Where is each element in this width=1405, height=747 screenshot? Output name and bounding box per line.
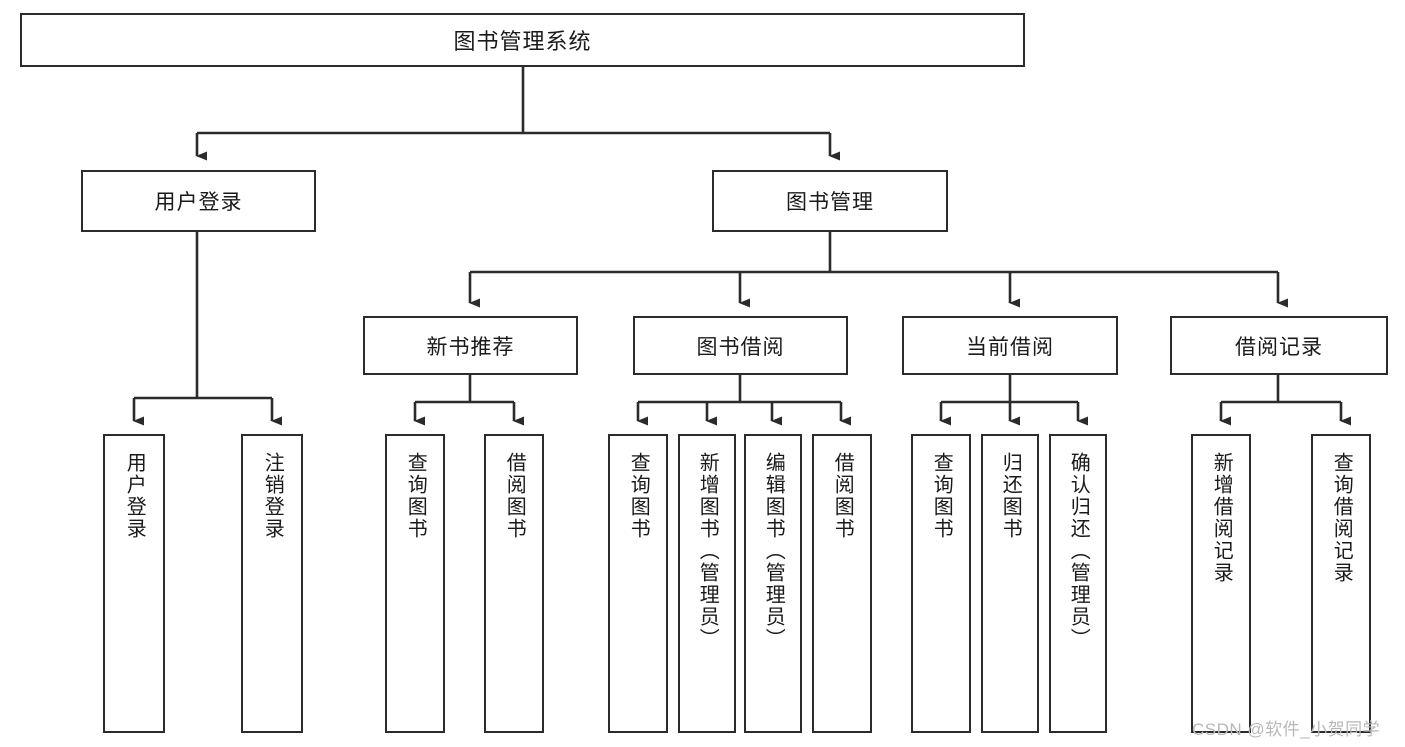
leaf-label: 查询图书 — [404, 452, 427, 540]
leaf-label: 归还图书 — [999, 452, 1022, 540]
leaf-label: 新增图书（管理员） — [696, 452, 719, 650]
leaf-borrow-query-book[interactable]: 查询图书 — [608, 434, 668, 733]
node-book-management-label: 图书管理 — [786, 191, 874, 214]
leaf-record-add-record[interactable]: 新增借阅记录 — [1191, 434, 1251, 733]
leaf-label: 编辑图书（管理员） — [762, 452, 785, 650]
leaf-label: 借阅图书 — [831, 452, 854, 540]
node-borrow-record[interactable]: 借阅记录 — [1170, 316, 1388, 375]
leaf-current-return-book[interactable]: 归还图书 — [981, 434, 1039, 733]
node-borrow-record-label: 借阅记录 — [1235, 335, 1323, 359]
node-user-login-label: 用户登录 — [154, 191, 243, 214]
leaf-borrow-add-book-admin[interactable]: 新增图书（管理员） — [678, 434, 736, 733]
leaf-label: 用户登录 — [123, 452, 146, 540]
leaf-current-confirm-return-admin[interactable]: 确认归还（管理员） — [1049, 434, 1107, 733]
leaf-label: 确认归还（管理员） — [1067, 452, 1090, 650]
node-new-book-recommend-label: 新书推荐 — [426, 335, 515, 359]
node-book-borrow[interactable]: 图书借阅 — [633, 316, 848, 375]
leaf-recommend-borrow-book[interactable]: 借阅图书 — [484, 434, 544, 733]
leaf-label: 查询借阅记录 — [1330, 452, 1353, 584]
leaf-user-login-logout[interactable]: 注销登录 — [241, 434, 303, 733]
leaf-user-login-login[interactable]: 用户登录 — [103, 434, 165, 733]
leaf-label: 注销登录 — [261, 452, 284, 540]
leaf-record-query-record[interactable]: 查询借阅记录 — [1311, 434, 1371, 733]
leaf-borrow-edit-book-admin[interactable]: 编辑图书（管理员） — [744, 434, 802, 733]
node-root[interactable]: 图书管理系统 — [20, 13, 1025, 67]
node-root-label: 图书管理系统 — [453, 29, 592, 54]
leaf-label: 查询图书 — [627, 452, 650, 540]
node-current-borrow[interactable]: 当前借阅 — [902, 316, 1118, 375]
leaf-label: 新增借阅记录 — [1210, 452, 1233, 584]
node-user-login[interactable]: 用户登录 — [81, 170, 316, 232]
leaf-borrow-borrow-book[interactable]: 借阅图书 — [812, 434, 872, 733]
node-new-book-recommend[interactable]: 新书推荐 — [363, 316, 578, 375]
node-book-management[interactable]: 图书管理 — [712, 170, 948, 232]
leaf-label: 查询图书 — [930, 452, 953, 540]
leaf-recommend-query-book[interactable]: 查询图书 — [385, 434, 445, 733]
leaf-current-query-book[interactable]: 查询图书 — [911, 434, 971, 733]
node-book-borrow-label: 图书借阅 — [696, 335, 785, 359]
watermark: CSDN @软件_小贺同学 — [1192, 720, 1381, 739]
leaf-label: 借阅图书 — [503, 452, 526, 540]
node-current-borrow-label: 当前借阅 — [966, 335, 1054, 359]
